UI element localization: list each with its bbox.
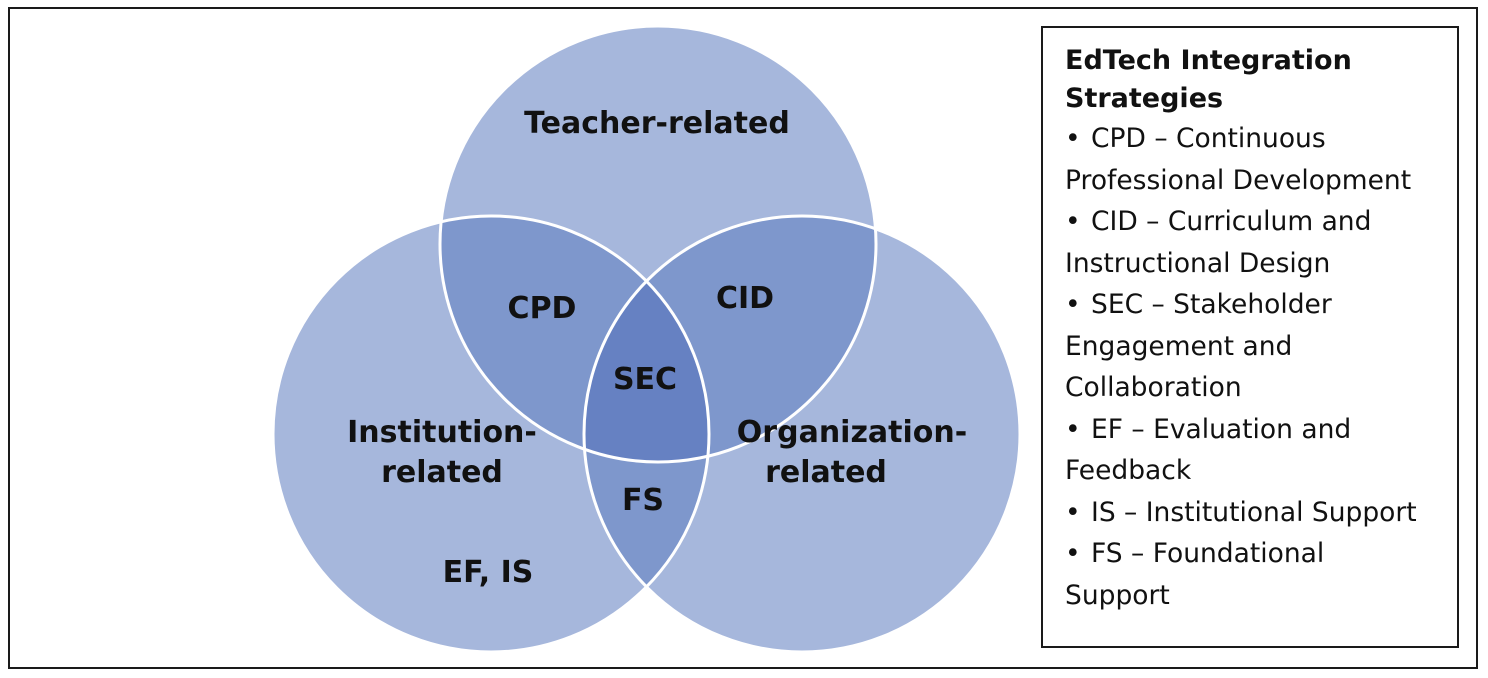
legend-item-fs: • FS – Foundational Support [1065, 533, 1457, 616]
bullet-icon: • [1065, 413, 1081, 445]
legend-item-text: IS – Institutional Support [1091, 496, 1417, 528]
bullet-icon: • [1065, 538, 1081, 569]
circle-organization-outline [582, 214, 1022, 654]
label-cpd: CPD [508, 291, 577, 326]
label-institution-related-line1: Institution- [347, 415, 537, 450]
label-institution-related-line2: related [381, 455, 503, 490]
label-cid: CID [716, 281, 774, 316]
legend-list: • CPD – Continuous Professional Developme… [1065, 118, 1457, 616]
legend-item-text: Engagement and [1065, 330, 1293, 362]
bullet-icon: • [1065, 289, 1081, 320]
legend-item-cid: • CID – Curriculum and Instructional Desi… [1065, 201, 1457, 284]
label-teacher-related: Teacher-related [524, 106, 790, 141]
legend-item-text: Professional Development [1065, 164, 1412, 196]
legend-box: EdTech Integration Strategies • CPD – Con… [1041, 26, 1459, 648]
legend-item-text: Instructional Design [1065, 247, 1331, 279]
legend-item-text: SEC – Stakeholder [1091, 289, 1332, 320]
legend-item-text: Support [1065, 579, 1170, 611]
legend-title-line2: Strategies [1065, 83, 1224, 114]
bullet-icon: • [1065, 496, 1081, 528]
label-organization-related-line1: Organization- [737, 415, 967, 450]
legend-item-text: CPD – Continuous [1091, 123, 1326, 154]
circle-institution-outline [271, 214, 711, 654]
legend-item-cpd: • CPD – Continuous Professional Developme… [1065, 118, 1457, 201]
legend-item-ef: • EF – Evaluation and Feedback [1065, 409, 1457, 492]
legend-item-text: FS – Foundational [1091, 538, 1325, 569]
legend-item-text: Feedback [1065, 455, 1192, 486]
figure-frame [8, 7, 1478, 669]
legend-item-is: • IS – Institutional Support [1065, 492, 1457, 534]
circle-teacher-outline [438, 24, 878, 464]
label-organization-related-line2: related [765, 455, 887, 490]
bullet-icon: • [1065, 206, 1081, 237]
legend-item-text: Collaboration [1065, 372, 1242, 403]
bullet-icon: • [1065, 123, 1081, 154]
venn-diagram: Teacher-related Institution- related Org… [271, 24, 1022, 654]
legend-title-line1: EdTech Integration [1065, 45, 1352, 76]
legend-item-text: EF – Evaluation and [1091, 413, 1352, 445]
legend-item-sec: • SEC – Stakeholder Engagement and Collab… [1065, 284, 1457, 409]
label-ef-is: EF, IS [443, 555, 534, 590]
label-sec: SEC [613, 362, 677, 397]
label-fs: FS [622, 483, 664, 518]
legend-item-text: CID – Curriculum and [1091, 206, 1372, 237]
